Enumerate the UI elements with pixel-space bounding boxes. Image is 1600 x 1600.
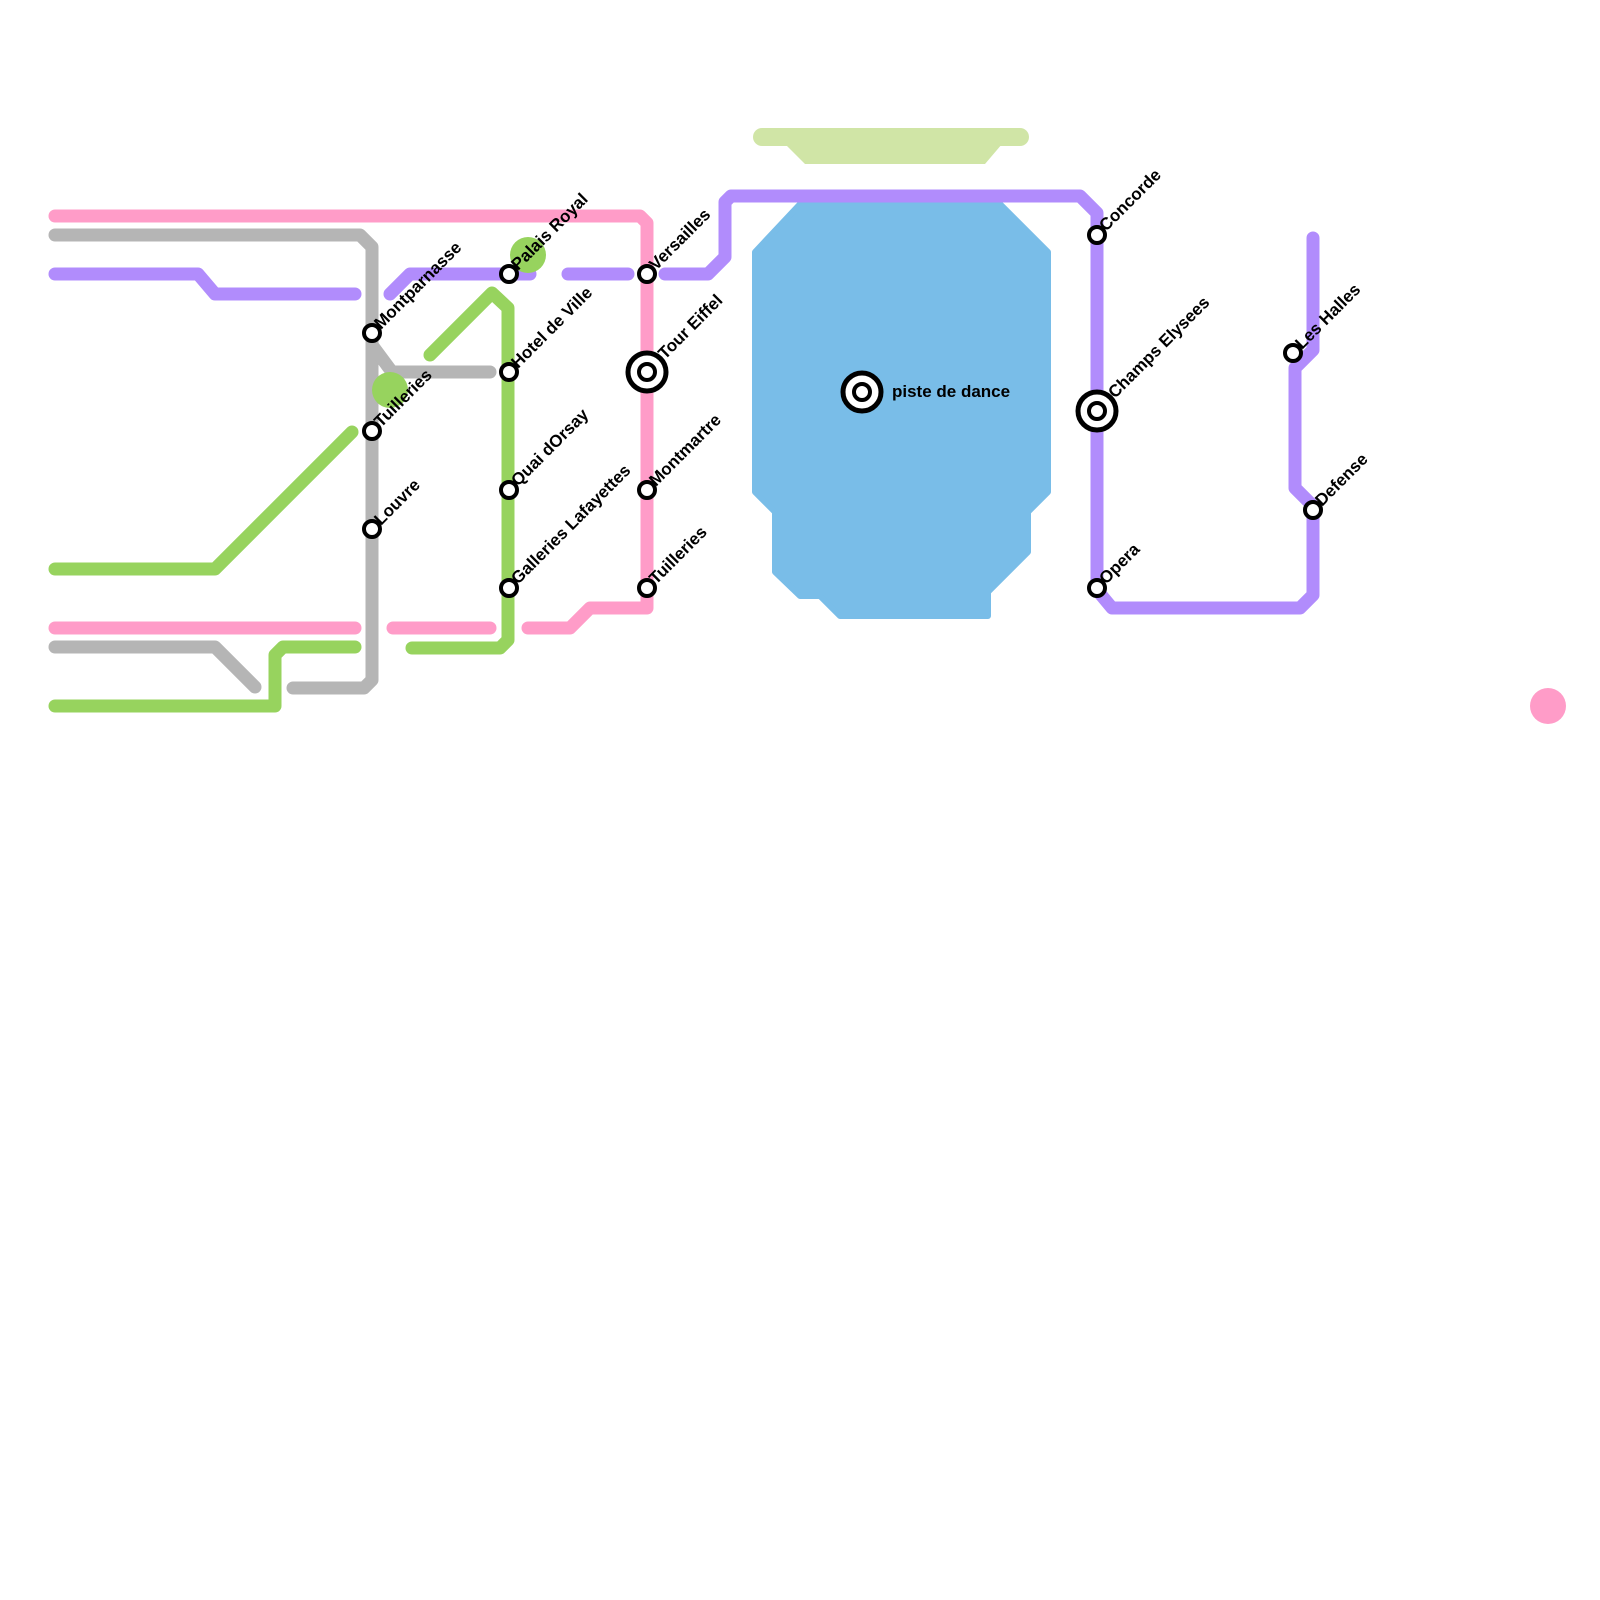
station-hotel-de-ville[interactable]: Hotel de Ville — [499, 283, 596, 382]
station-dot-icon — [499, 578, 519, 598]
green-line-terminus — [372, 372, 408, 408]
green-line-main — [405, 286, 515, 655]
station-dot-icon — [1087, 401, 1107, 421]
station-dot-icon — [1087, 578, 1107, 598]
station-dot-icon — [852, 382, 872, 402]
station-dot-icon — [1087, 225, 1107, 245]
station-label: Montmartre — [645, 410, 725, 490]
station-defense[interactable]: Defense — [1303, 450, 1372, 520]
pink-line-main — [48, 209, 654, 635]
station-label: Versailles — [645, 205, 714, 274]
station-dot-icon — [362, 323, 382, 343]
station-dot-icon — [499, 264, 519, 284]
station-label: Hotel de Ville — [507, 283, 596, 372]
station-label: Tour Eiffel — [654, 291, 726, 363]
green-line-south — [48, 640, 362, 713]
station-piste-de-dance[interactable]: piste de dance — [840, 370, 1010, 414]
station-label: Quai dOrsay — [507, 405, 592, 490]
gray-line-branch — [365, 338, 497, 379]
station-dot-icon — [1283, 343, 1303, 363]
station-dot-icon — [637, 264, 657, 284]
station-dot-icon — [362, 421, 382, 441]
station-dot-icon — [637, 578, 657, 598]
green-line-west — [48, 425, 359, 576]
station-label: piste de dance — [892, 382, 1010, 401]
station-les-halles[interactable]: Les Halles — [1283, 280, 1364, 363]
gray-line — [48, 228, 379, 695]
purple-line-segment — [383, 267, 537, 301]
station-quai-dorsay[interactable]: Quai dOrsay — [499, 405, 593, 500]
station-dot-icon — [362, 519, 382, 539]
green-line-terminus — [510, 237, 546, 273]
station-montparnasse[interactable]: Montparnasse — [362, 238, 465, 343]
station-dot-icon — [499, 480, 519, 500]
purple-line-west — [48, 267, 362, 301]
station-label: Montparnasse — [370, 238, 465, 333]
park-area-base — [778, 137, 1008, 164]
station-label: Palais Royal — [507, 190, 591, 274]
station-dot-icon — [637, 362, 657, 382]
station-label: Tuilleries — [645, 522, 710, 587]
station-label: Concorde — [1095, 165, 1165, 235]
station-label: Les Halles — [1291, 280, 1364, 353]
purple-line-main — [658, 189, 1320, 615]
water-area — [752, 201, 1051, 619]
station-label: Defense — [1311, 450, 1371, 510]
station-dot-icon — [637, 480, 657, 500]
purple-line-east — [1288, 231, 1320, 513]
station-label: Champs Elysees — [1104, 293, 1213, 402]
station-concorde[interactable]: Concorde — [1087, 165, 1165, 245]
station-dot-icon — [1303, 500, 1323, 520]
gray-line-bottom — [48, 640, 262, 694]
pink-line-terminus — [1530, 688, 1566, 724]
station-dot-icon — [499, 362, 519, 382]
